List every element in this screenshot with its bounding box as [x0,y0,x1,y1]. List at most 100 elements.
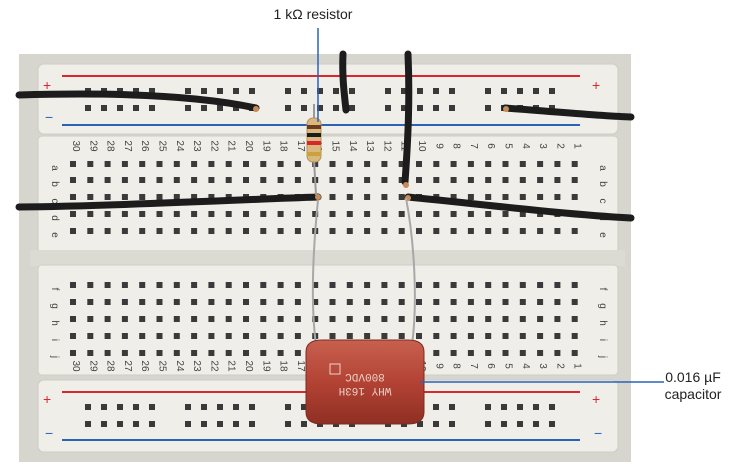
hole [285,105,291,111]
hole [156,299,163,305]
hole [191,177,198,183]
wire-middle-left [15,193,322,211]
hole [185,404,191,410]
hole [501,404,507,410]
hole [243,161,249,167]
column-number-top: 28 [105,140,116,152]
hole [554,333,561,339]
resistor-lead-bottom [313,159,317,196]
hole [398,333,405,339]
hole [385,105,391,111]
column-number-top: 24 [174,140,185,152]
hole [554,350,561,356]
hole [449,88,455,94]
hole [233,88,239,94]
hole [185,88,191,94]
hole [225,177,232,183]
capacitor-marking-line1: WHY 163H [339,384,392,396]
hole [349,105,355,111]
hole [243,316,249,322]
hole [501,421,507,427]
hole [117,88,123,94]
hole [433,282,440,288]
column-number-bottom: 7 [468,363,479,369]
hole [519,350,526,356]
hole [549,88,555,94]
hole [364,228,371,234]
hole [85,404,91,410]
hole [101,421,107,427]
hole [149,88,155,94]
hole [225,350,232,356]
row-letter-right: e [597,232,608,238]
hole [87,177,94,183]
hole [70,177,76,183]
hole [121,211,128,217]
hole [433,404,439,410]
hole [485,228,492,234]
hole [173,299,180,305]
column-number-bottom: 29 [87,360,98,372]
hole [173,316,180,322]
column-number-top: 22 [208,140,219,152]
column-number-top: 15 [330,140,341,152]
column-number-top: 26 [139,140,150,152]
hole [502,299,509,305]
capacitor-label: 0.016 µF capacitor [645,369,741,403]
hole [398,228,405,234]
hole [70,211,76,217]
hole [571,350,578,356]
wire-middle-right [404,193,635,222]
hole [450,299,457,305]
hole [502,161,509,167]
column-number-bottom: 4 [520,363,531,369]
hole [260,228,267,234]
row-letter-left: j [49,355,60,358]
hole [191,299,198,305]
hole [156,228,163,234]
hole [243,282,249,288]
hole [533,421,539,427]
hole [249,404,255,410]
column-number-top: 25 [157,140,168,152]
hole [416,228,422,234]
hole [417,421,423,427]
hole [277,177,284,183]
hole [312,211,319,217]
hole [416,177,422,183]
hole [346,194,353,200]
hole [537,299,544,305]
hole [502,177,509,183]
hole [121,333,128,339]
hole [519,299,526,305]
capacitor-label-name: capacitor [664,386,722,402]
hole [349,88,355,94]
hole [233,421,239,427]
hole [277,282,284,288]
hole [87,299,94,305]
hole [191,194,198,200]
hole [208,211,215,217]
hole [416,211,422,217]
hole [260,350,267,356]
hole [450,282,457,288]
hole [191,350,198,356]
hole [121,228,128,234]
hole [149,421,155,427]
hole [554,194,561,200]
hole [364,299,371,305]
hole [571,333,578,339]
hole [294,316,301,322]
hole [185,105,191,111]
hole [467,299,474,305]
hole [208,316,215,322]
hole [554,228,561,234]
hole [537,316,544,322]
hole [398,161,405,167]
hole [449,421,455,427]
hole [87,161,94,167]
hole [277,333,284,339]
column-number-top: 21 [226,140,237,152]
hole [571,228,578,234]
hole [243,177,249,183]
